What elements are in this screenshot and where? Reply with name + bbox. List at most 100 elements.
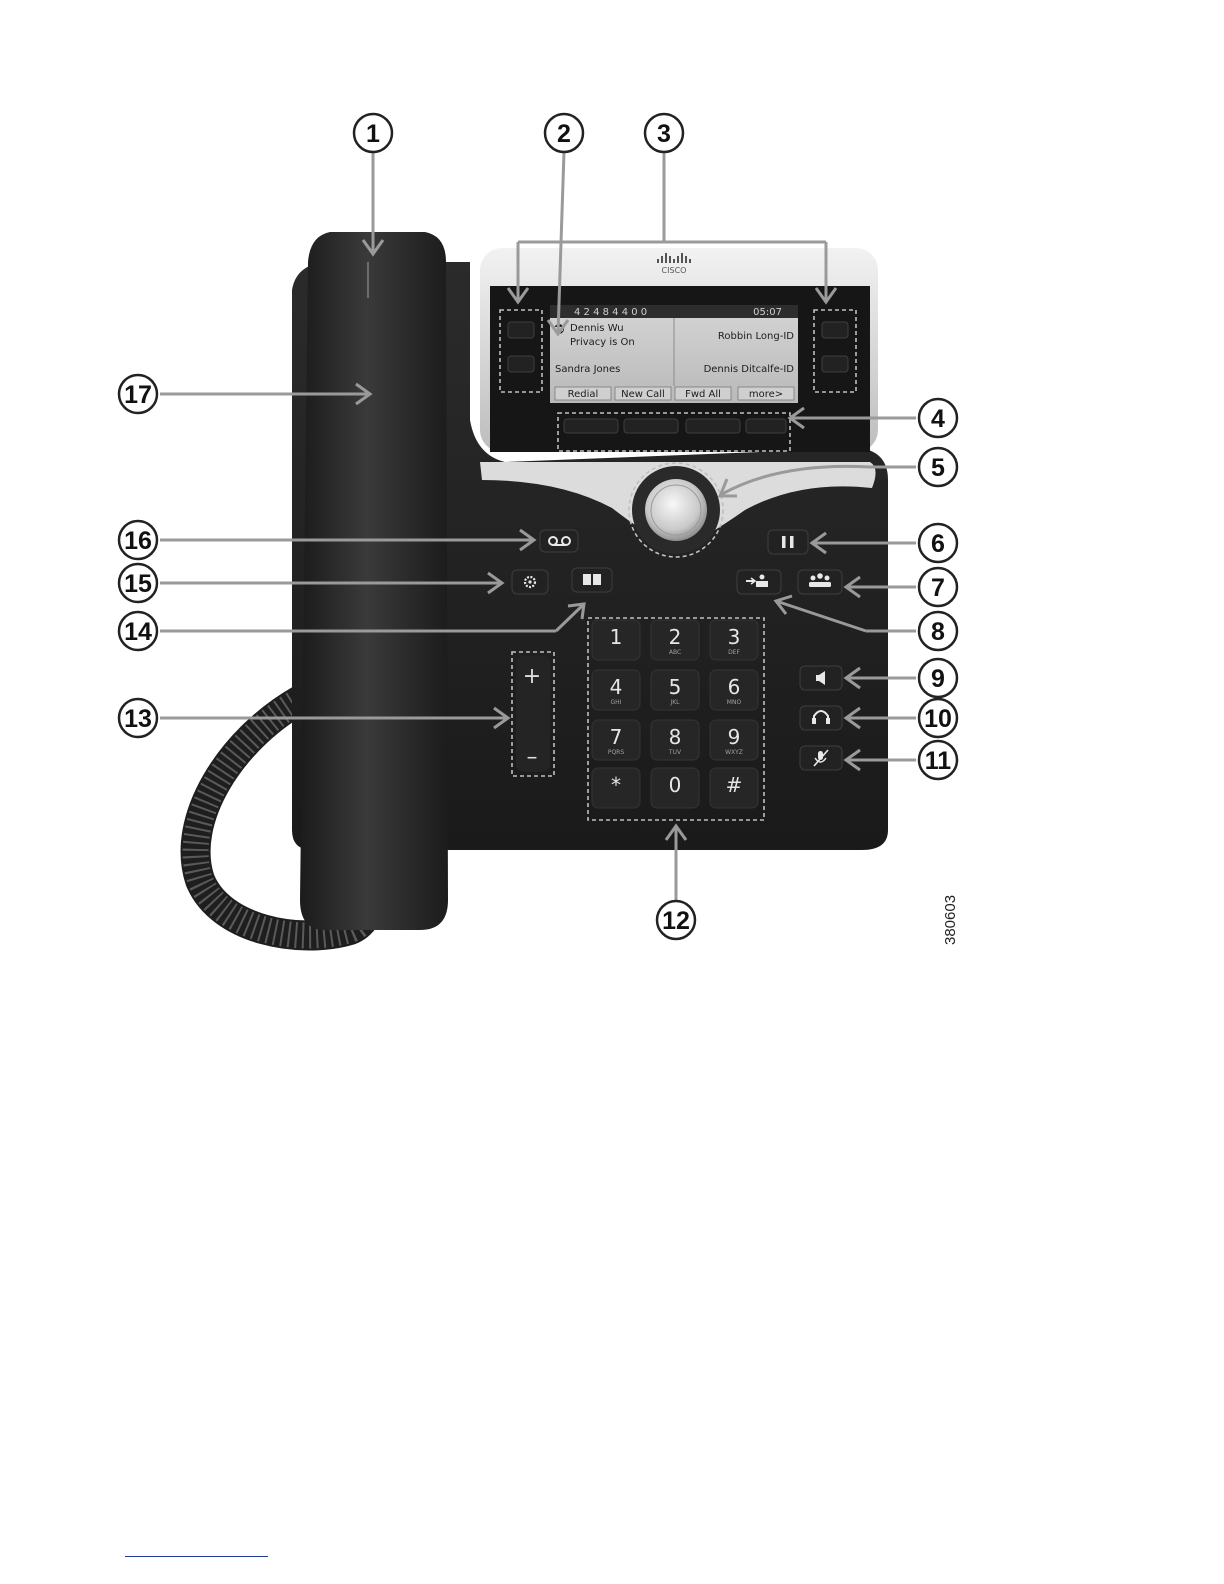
key-letters: JKL (669, 699, 680, 706)
screen-right-line2: Dennis Ditcalfe-ID (704, 364, 795, 375)
callout-number: 4 (931, 405, 945, 433)
callout-11: 11 (919, 741, 957, 779)
callout-number: 13 (124, 705, 152, 733)
screen-right-line1: Robbin Long-ID (718, 331, 794, 342)
line-button-right-1[interactable] (822, 322, 848, 338)
callout-number: 1 (366, 120, 380, 148)
callout-17: 17 (119, 375, 157, 413)
callout-13: 13 (119, 699, 157, 737)
handset[interactable] (300, 232, 448, 930)
callout-number: 10 (924, 705, 952, 733)
screen-line2-name: Sandra Jones (555, 364, 620, 375)
screen-line1-name: Dennis Wu (570, 323, 624, 334)
key-digit: 6 (728, 675, 741, 699)
key-digit: 8 (669, 725, 682, 749)
speakerphone-button[interactable] (800, 666, 842, 690)
callout-number: 8 (931, 618, 945, 646)
softkey-label: more> (749, 389, 783, 400)
key-letters: MNO (727, 699, 742, 706)
callout-10: 10 (919, 699, 957, 737)
screen-header-left: 4 2 4 8 4 4 0 0 (574, 307, 647, 318)
conference-button[interactable] (798, 570, 842, 594)
keypad-key-pound[interactable]: # (710, 768, 758, 808)
volume-button[interactable]: + – (516, 656, 550, 772)
callout-7: 7 (919, 568, 957, 606)
key-digit: 7 (610, 725, 623, 749)
callout-15: 15 (119, 564, 157, 602)
callout-12: 12 (657, 901, 695, 939)
softkey-label: Fwd All (685, 389, 721, 400)
applications-button[interactable] (512, 570, 548, 594)
volume-minus-label: – (527, 745, 538, 770)
callout-2: 2 (545, 114, 583, 152)
keypad-key-0[interactable]: 0 (651, 768, 699, 808)
key-digit: 5 (669, 675, 682, 699)
contacts-button[interactable] (572, 568, 612, 592)
softkey-button-2[interactable] (624, 419, 678, 433)
key-digit: 9 (728, 725, 741, 749)
callout-number: 17 (124, 381, 152, 409)
key-letters: PQRS (608, 749, 625, 756)
key-digit: 1 (610, 625, 623, 649)
transfer-button[interactable] (737, 570, 781, 594)
key-letters: DEF (728, 649, 740, 656)
callout-6: 6 (919, 524, 957, 562)
callout-number: 9 (931, 665, 945, 693)
callout-1: 1 (354, 114, 392, 152)
key-digit: * (611, 773, 621, 797)
headset-button[interactable] (800, 706, 842, 730)
key-digit: 4 (610, 675, 623, 699)
screen-line1-sub: Privacy is On (570, 337, 635, 348)
callout-number: 16 (124, 527, 152, 555)
key-letters: WXYZ (725, 749, 743, 756)
key-letters: GHI (611, 699, 622, 706)
messages-button[interactable] (540, 530, 578, 552)
callout-number: 3 (657, 120, 671, 148)
softkey-button-3[interactable] (686, 419, 740, 433)
softkey-button-1[interactable] (564, 419, 618, 433)
callout-5: 5 (919, 448, 957, 486)
key-letters: ABC (669, 649, 681, 656)
callout-16: 16 (119, 521, 157, 559)
softkey-button-4[interactable] (746, 419, 786, 433)
line-button-right-2[interactable] (822, 356, 848, 372)
callout-3: 3 (645, 114, 683, 152)
callout-number: 12 (662, 907, 690, 935)
brand-logo-word: CISCO (662, 266, 687, 275)
key-digit: 3 (728, 625, 741, 649)
hold-button[interactable] (768, 530, 808, 554)
mute-button[interactable] (800, 746, 842, 770)
volume-plus-label: + (523, 664, 541, 689)
callout-4: 4 (919, 399, 957, 437)
callout-8: 8 (919, 612, 957, 650)
softkey-label: Redial (568, 389, 599, 400)
callout-number: 5 (931, 454, 945, 482)
softkey-label: New Call (621, 389, 665, 400)
key-digit: 2 (669, 625, 682, 649)
callout-number: 15 (124, 570, 152, 598)
keypad-key-star[interactable]: * (592, 768, 640, 808)
callout-number: 14 (124, 618, 152, 646)
navigation-cluster[interactable] (632, 466, 720, 554)
line-button-left-2[interactable] (508, 356, 534, 372)
keypad-key-1[interactable]: 1 (592, 620, 640, 660)
callout-14: 14 (119, 612, 157, 650)
line-button-left-1[interactable] (508, 322, 534, 338)
key-letters: TUV (668, 749, 682, 756)
callout-number: 6 (931, 530, 945, 558)
softkey-buttons (564, 419, 786, 433)
footer-link-rule[interactable] (125, 1556, 268, 1557)
callout-9: 9 (919, 659, 957, 697)
figure-id: 380603 (942, 895, 959, 945)
key-digit: # (726, 773, 743, 797)
callout-number: 2 (557, 120, 571, 148)
